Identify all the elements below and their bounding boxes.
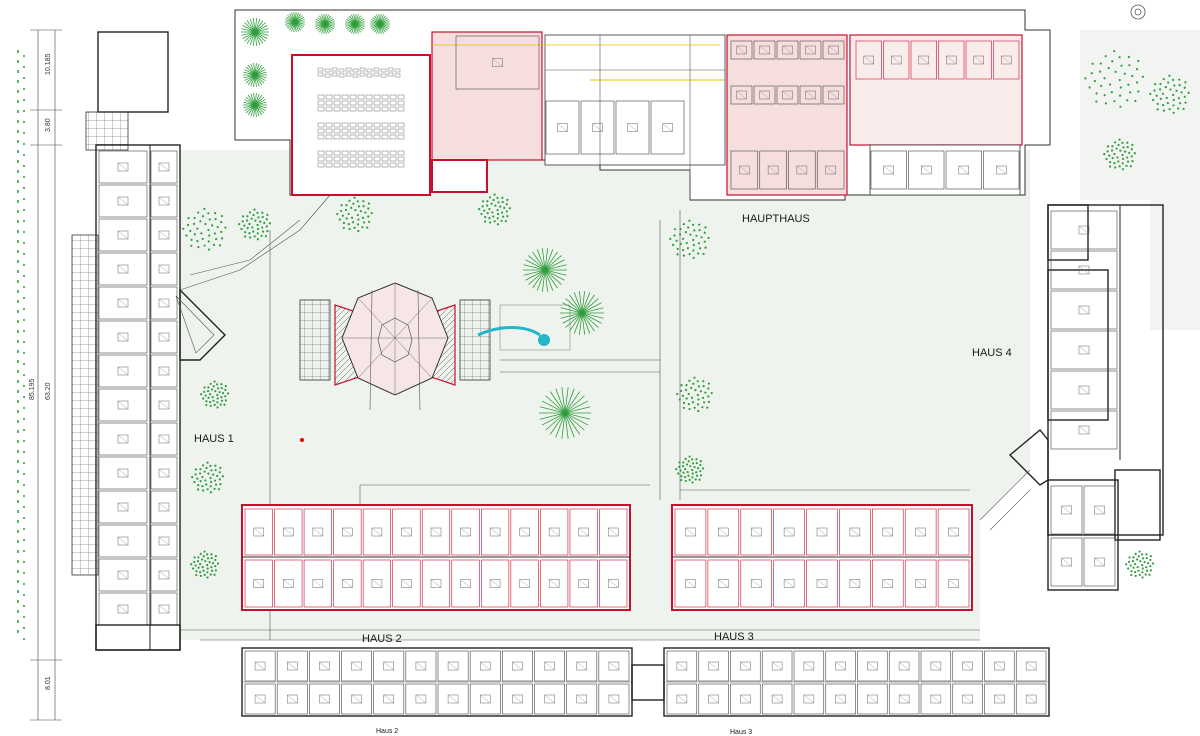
dimension-label-1: 10.185 (45, 53, 52, 75)
north-marker-icon (1130, 4, 1146, 20)
haus-3-rooms (666, 650, 1047, 715)
hedge-markers (17, 50, 25, 640)
label-haupthaus: HAUPTHAUS (742, 213, 810, 225)
dimension-label-2: 3.80 (45, 118, 52, 132)
label-haus-2: HAUS 2 (362, 633, 402, 645)
trees (182, 12, 1190, 579)
pavilion (299, 282, 491, 411)
haus-2-rooms (244, 650, 630, 715)
label-haus-3: HAUS 3 (714, 631, 754, 643)
courtyard-paths (179, 194, 1031, 641)
dimension-label-5: 8.01 (45, 676, 52, 690)
red-marker (300, 438, 304, 442)
haupthaus-building (234, 9, 1051, 201)
dimension-label-3: 85.195 (29, 378, 36, 400)
label-haus-4: HAUS 4 (972, 347, 1012, 359)
label-haus-1: HAUS 1 (194, 433, 234, 445)
hall-seating (317, 67, 405, 168)
haus-3-building (663, 647, 1050, 717)
block-rooms (244, 508, 970, 608)
east-lawn (1080, 30, 1200, 330)
haupthaus-rooms (455, 35, 1020, 190)
haus-1-building (71, 31, 226, 651)
dimension-lines: 10.185 3.80 85.195 63.20 8.01 (29, 29, 62, 721)
haus-2-building (241, 647, 665, 717)
caption-haus-2: Haus 2 (376, 728, 398, 735)
haus-4-rooms (1050, 210, 1118, 587)
water-feature (477, 304, 571, 351)
haus-4-building (1008, 204, 1164, 591)
caption-haus-3: Haus 3 (730, 729, 752, 736)
dimension-label-4: 63.20 (45, 382, 52, 400)
courtyard-blocks (241, 504, 973, 611)
